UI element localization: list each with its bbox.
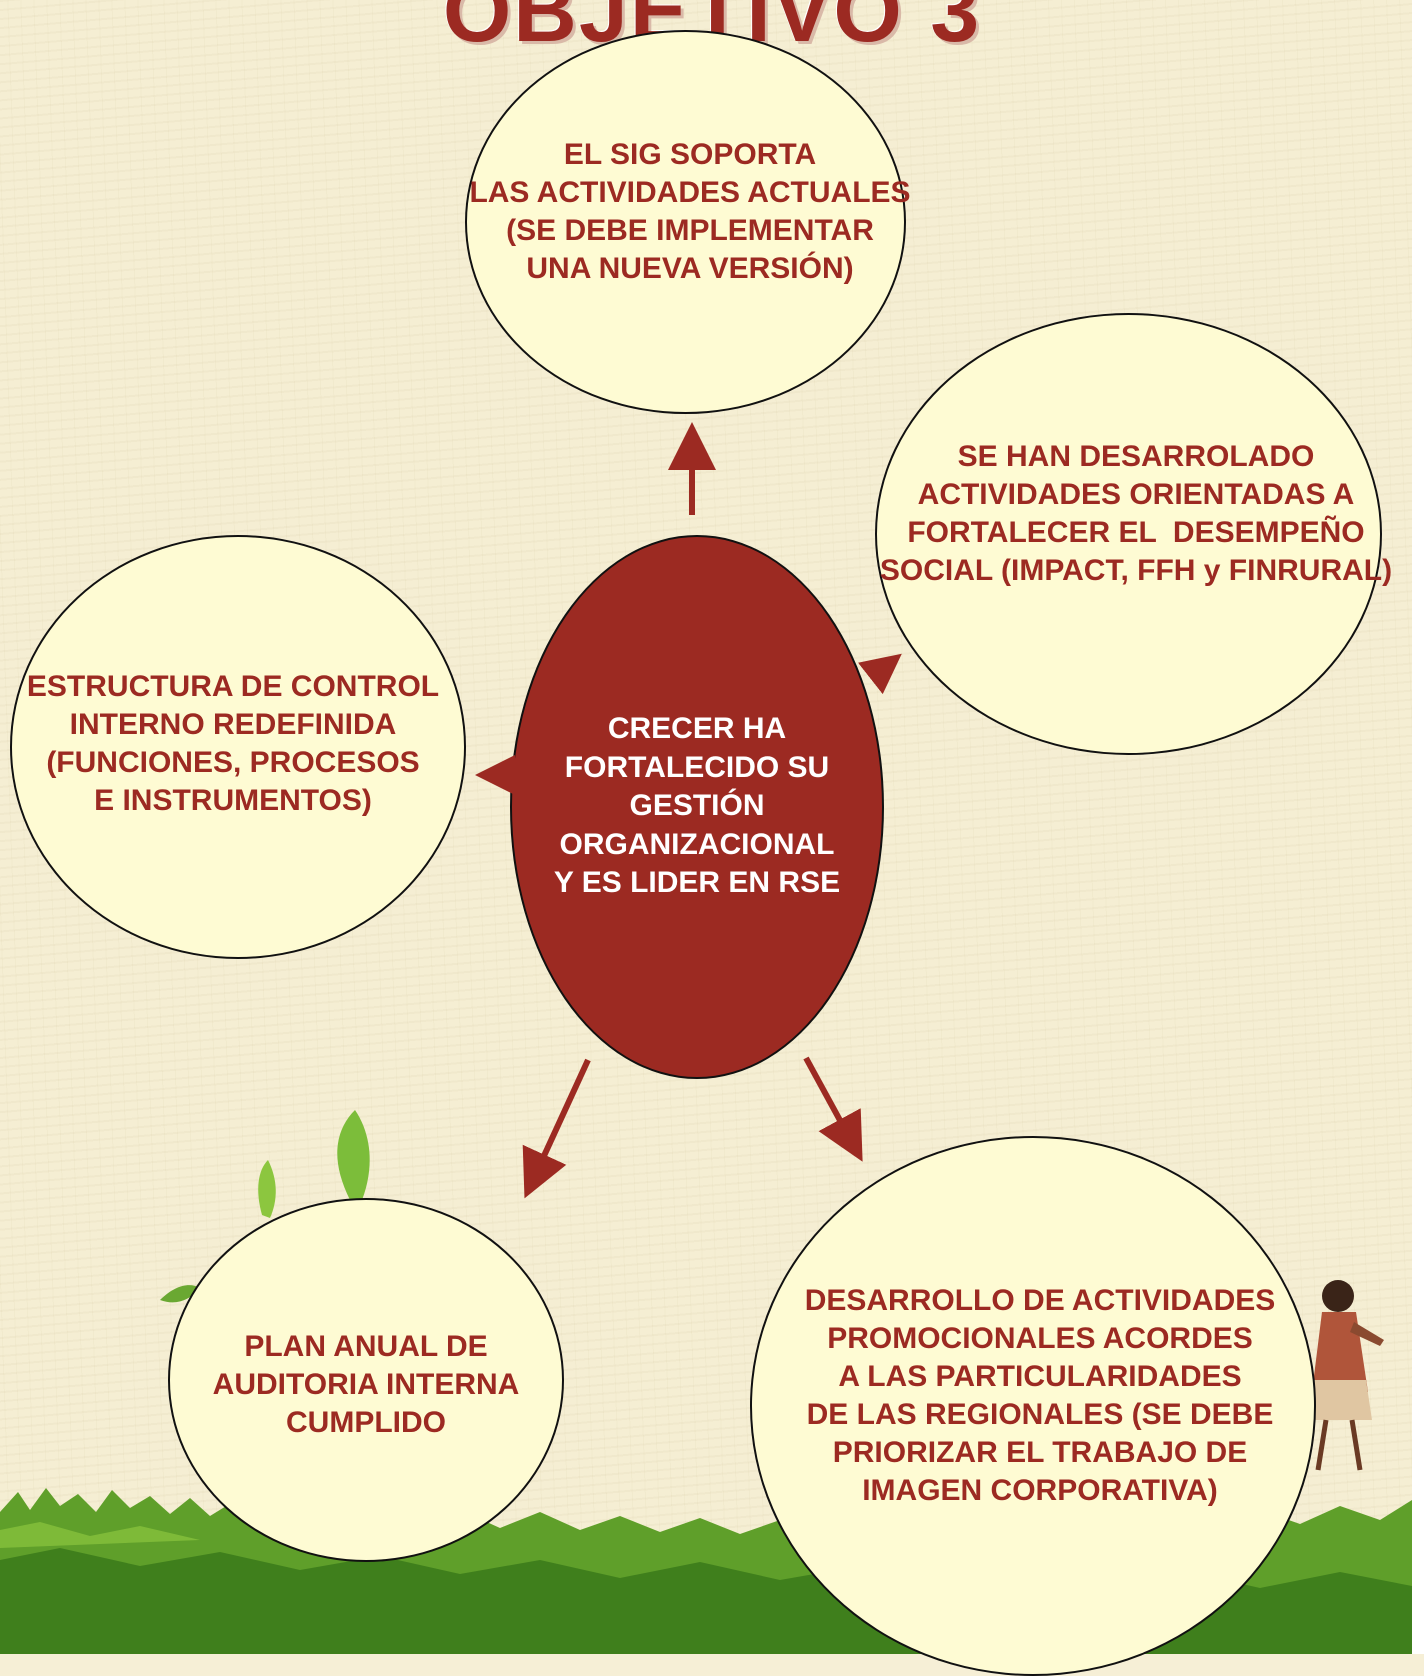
node-bottom-left-bubble bbox=[168, 1198, 564, 1562]
grass-band-light bbox=[0, 1522, 200, 1548]
girl-head bbox=[1322, 1280, 1354, 1312]
center-node-text: CRECER HA FORTALECIDO SU GESTIÓN ORGANIZ… bbox=[553, 712, 841, 899]
girl-skirt bbox=[1308, 1380, 1372, 1420]
node-right-text: SE HAN DESARROLADO ACTIVIDADES ORIENTADA… bbox=[879, 440, 1393, 587]
girl-legs bbox=[1315, 1419, 1363, 1471]
node-bottom-left-text: PLAN ANUAL DE AUDITORIA INTERNA CUMPLIDO bbox=[212, 1330, 520, 1439]
center-node-ellipse bbox=[510, 535, 884, 1079]
right-margin-strip bbox=[1412, 0, 1424, 1654]
plant-leaf-small bbox=[258, 1160, 276, 1218]
node-left-bubble bbox=[10, 535, 466, 959]
node-left-text: ESTRUCTURA DE CONTROL INTERNO REDEFINIDA… bbox=[26, 670, 440, 817]
plant-leaf-side bbox=[160, 1285, 200, 1303]
arrow-to-bottom-right bbox=[803, 1056, 863, 1162]
node-right-bubble bbox=[875, 313, 1382, 755]
arrow-to-right bbox=[857, 653, 902, 695]
plant-leaf-tall bbox=[337, 1110, 370, 1205]
node-bottom-right-text: DESARROLLO DE ACTIVIDADES PROMOCIONALES … bbox=[804, 1284, 1276, 1507]
node-bottom-right-bubble bbox=[750, 1136, 1316, 1676]
node-top-bubble bbox=[465, 30, 906, 414]
girl-arm bbox=[1350, 1322, 1384, 1346]
arrow-to-bottom-left bbox=[522, 1058, 591, 1199]
node-top-text: EL SIG SOPORTA LAS ACTIVIDADES ACTUALES … bbox=[469, 138, 911, 285]
